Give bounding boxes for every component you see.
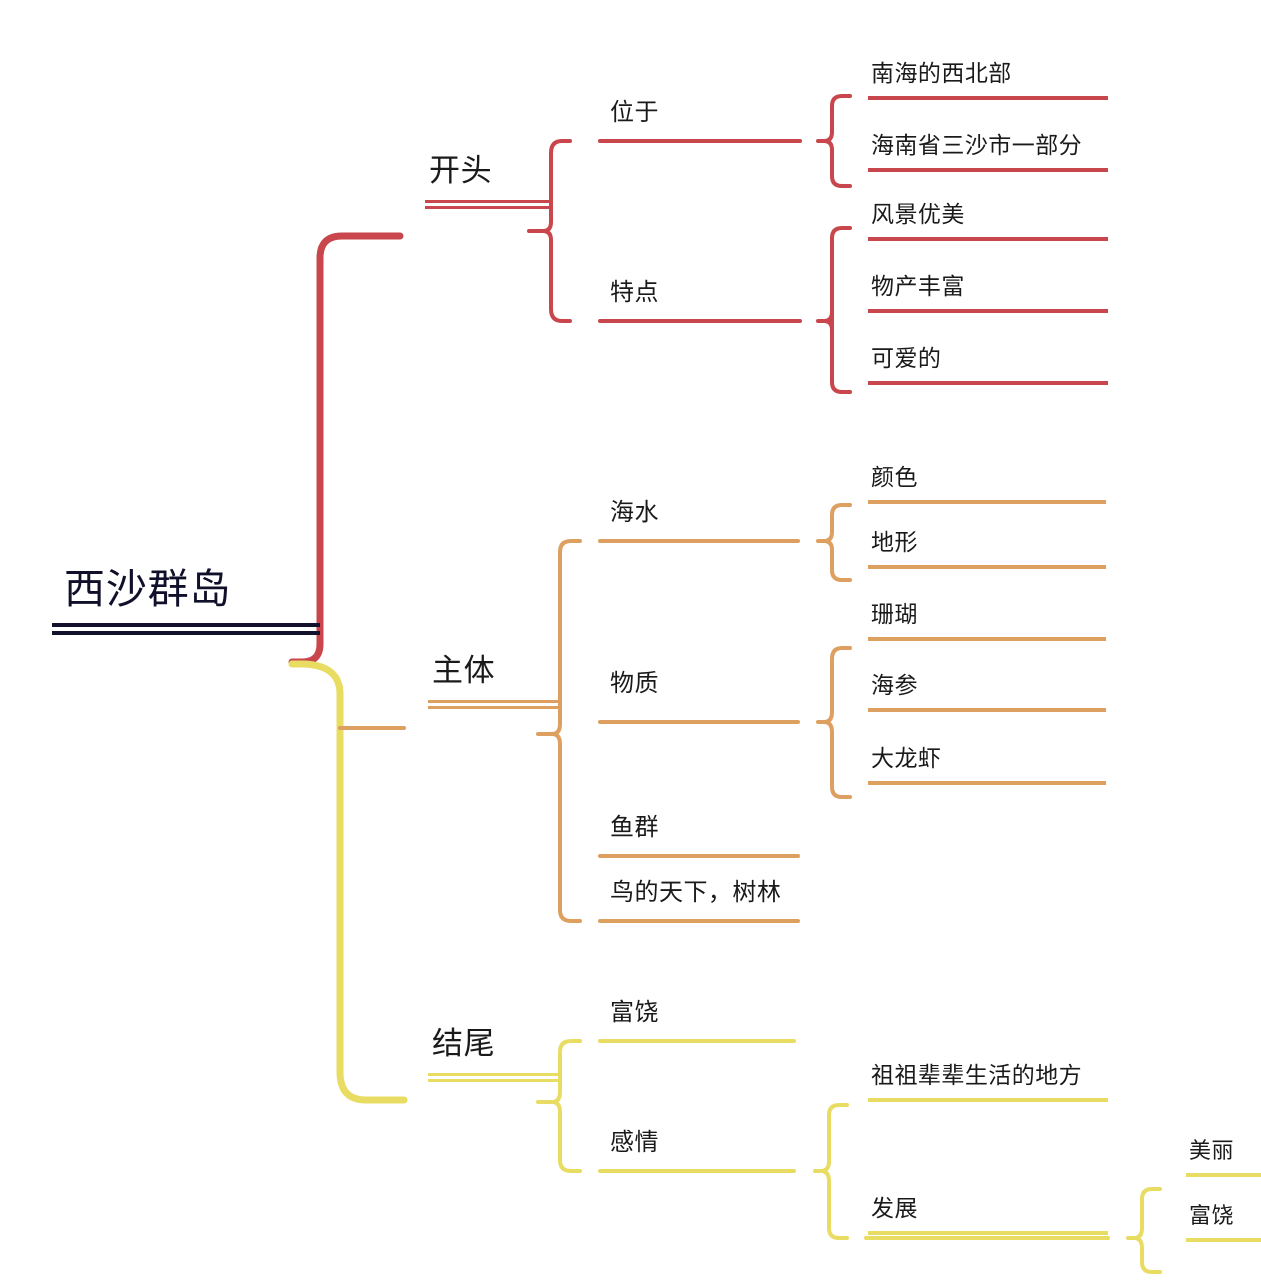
node-jiewei-label: 结尾 — [432, 1026, 496, 1062]
node-dalongxia[interactable]: 大龙虾 — [868, 746, 1106, 786]
brace-fazhan — [1126, 1187, 1162, 1274]
node-furao-2-underline — [1186, 1238, 1261, 1243]
node-zuzu-beibei-underline — [868, 1098, 1108, 1103]
node-yanse[interactable]: 颜色 — [868, 465, 1106, 505]
node-root[interactable]: 西沙群岛 — [52, 565, 320, 636]
node-furao-label: 富饶 — [610, 998, 659, 1026]
node-hainan-sansha[interactable]: 海南省三沙市一部分 — [868, 133, 1108, 173]
node-zuzu-beibei-label: 祖祖辈辈生活的地方 — [871, 1063, 1083, 1089]
node-dixing-underline — [868, 565, 1106, 570]
brace-ganqing — [813, 1103, 849, 1240]
node-keaide-underline — [868, 381, 1108, 386]
node-fengjing-youmei-label: 风景优美 — [871, 202, 965, 228]
node-wuchan-fengfu-label: 物产丰富 — [871, 274, 965, 300]
node-wuzhi[interactable]: 物质 — [607, 669, 662, 700]
node-dalongxia-label: 大龙虾 — [871, 746, 942, 772]
node-kaitou-label: 开头 — [429, 153, 493, 189]
node-wuchan-fengfu-underline — [868, 309, 1108, 314]
node-shanhu-underline — [868, 637, 1106, 642]
brace-wuzhi — [816, 646, 852, 799]
node-tedian-label: 特点 — [610, 278, 659, 306]
node-dixing[interactable]: 地形 — [868, 530, 1106, 570]
node-kaitou[interactable]: 开头 — [425, 155, 553, 209]
node-haishui[interactable]: 海水 — [607, 498, 662, 529]
node-hainan-sansha-underline — [868, 168, 1108, 173]
brace-weiyu — [816, 94, 852, 188]
node-fengjing-youmei[interactable]: 风景优美 — [868, 202, 1108, 242]
node-ganqing-label: 感情 — [610, 1128, 659, 1156]
node-nanhai-xibeibu-underline — [868, 96, 1108, 101]
node-jiewei-underline — [428, 1072, 562, 1082]
node-yanse-label: 颜色 — [871, 465, 918, 491]
node-root-label: 西沙群岛 — [64, 565, 232, 613]
node-meili-underline — [1186, 1173, 1261, 1178]
node-tedian[interactable]: 特点 — [607, 278, 662, 309]
link-root-to-lower — [288, 660, 408, 1104]
node-weiyu[interactable]: 位于 — [607, 98, 662, 129]
node-root-underline — [52, 623, 320, 636]
node-fengjing-youmei-underline — [868, 237, 1108, 242]
node-yuqun-label: 鱼群 — [610, 813, 659, 841]
node-haishen-underline — [868, 708, 1106, 713]
node-nanhai-xibeibu-label: 南海的西北部 — [871, 61, 1012, 87]
node-niao-shulin-label: 鸟的天下，树林 — [610, 878, 782, 906]
node-niao-shulin[interactable]: 鸟的天下，树林 — [607, 878, 784, 909]
node-fazhan[interactable]: 发展 — [868, 1196, 1108, 1236]
node-zhuti[interactable]: 主体 — [428, 655, 562, 709]
node-nanhai-xibeibu[interactable]: 南海的西北部 — [868, 61, 1108, 101]
node-jiewei[interactable]: 结尾 — [428, 1028, 562, 1082]
node-keaide[interactable]: 可爱的 — [868, 346, 1108, 386]
node-fazhan-label: 发展 — [871, 1196, 918, 1222]
node-zuzu-beibei[interactable]: 祖祖辈辈生活的地方 — [868, 1063, 1108, 1103]
node-ganqing[interactable]: 感情 — [607, 1128, 662, 1159]
node-furao-2-label: 富饶 — [1189, 1204, 1234, 1229]
brace-haishui — [816, 503, 852, 582]
node-meili-label: 美丽 — [1189, 1139, 1234, 1164]
node-keaide-label: 可爱的 — [871, 346, 942, 372]
node-dalongxia-underline — [868, 781, 1106, 786]
node-haishen[interactable]: 海参 — [868, 673, 1106, 713]
brace-tedian — [816, 226, 852, 394]
node-furao-2[interactable]: 富饶 — [1186, 1204, 1261, 1243]
node-dixing-label: 地形 — [871, 530, 918, 556]
node-kaitou-underline — [425, 199, 553, 209]
node-furao[interactable]: 富饶 — [607, 998, 662, 1029]
node-haishen-label: 海参 — [871, 673, 918, 699]
node-hainan-sansha-label: 海南省三沙市一部分 — [871, 133, 1083, 159]
node-zhuti-underline — [428, 699, 562, 709]
node-wuzhi-label: 物质 — [610, 669, 659, 697]
brace-zhuti — [543, 539, 582, 923]
node-shanhu[interactable]: 珊瑚 — [868, 602, 1106, 642]
node-shanhu-label: 珊瑚 — [871, 602, 918, 628]
node-fazhan-underline — [868, 1231, 1108, 1236]
node-wuchan-fengfu[interactable]: 物产丰富 — [868, 274, 1108, 314]
node-weiyu-label: 位于 — [610, 98, 659, 126]
node-yuqun[interactable]: 鱼群 — [607, 813, 662, 844]
node-haishui-label: 海水 — [610, 498, 659, 526]
node-zhuti-label: 主体 — [432, 653, 496, 689]
node-yanse-underline — [868, 500, 1106, 505]
node-meili[interactable]: 美丽 — [1186, 1139, 1261, 1178]
